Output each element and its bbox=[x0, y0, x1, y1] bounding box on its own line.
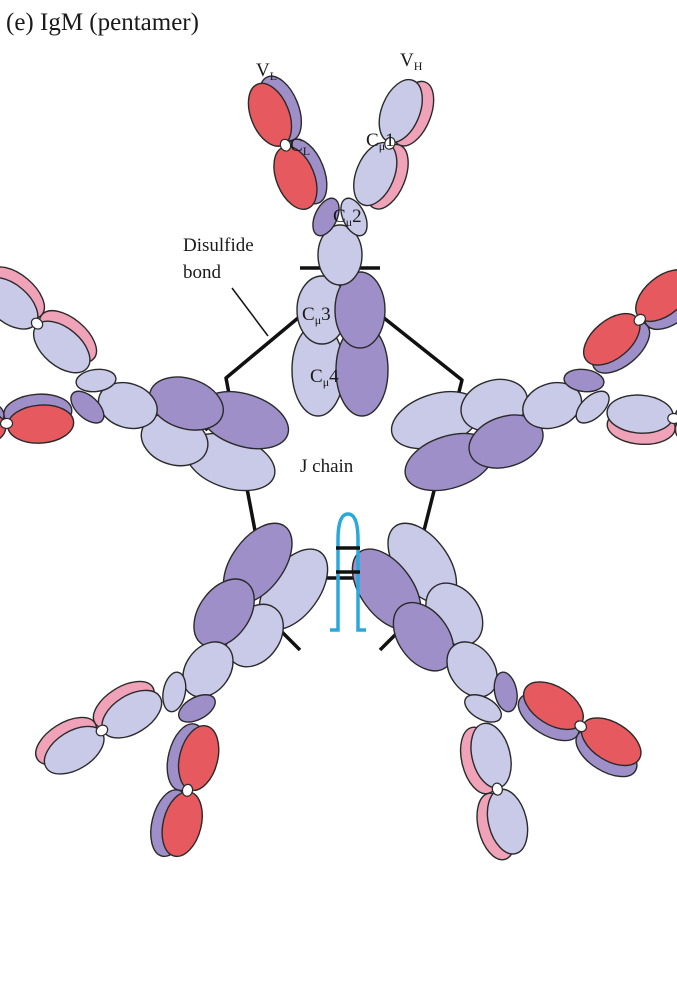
monomer-bottom-right bbox=[295, 480, 663, 879]
disulfide-label: Disulfide bond bbox=[183, 235, 258, 283]
disulfide-label-line1: Disulfide bbox=[183, 235, 254, 256]
vl-label: VL bbox=[256, 60, 277, 83]
vh-subscript: H bbox=[414, 59, 423, 73]
monomer-right bbox=[368, 252, 677, 552]
cl-label: CL bbox=[290, 135, 310, 158]
cmu2-number: 2 bbox=[352, 206, 362, 227]
cl-letter: C bbox=[290, 135, 303, 156]
cmu1-letter: C bbox=[366, 130, 379, 151]
cmu1-number: 1 bbox=[385, 130, 395, 151]
vh-letter: V bbox=[400, 50, 414, 71]
cmu4-number: 4 bbox=[329, 366, 339, 387]
disulfide-pointer bbox=[232, 288, 268, 336]
cmu4-letter: C bbox=[310, 366, 323, 387]
cmu3-letter: C bbox=[302, 304, 315, 325]
monomer-bottom-left bbox=[17, 479, 385, 878]
disulfide-label-line2: bond bbox=[183, 262, 222, 283]
cl-subscript: L bbox=[303, 144, 310, 158]
cmu3-number: 3 bbox=[321, 304, 331, 325]
vh-label: VH bbox=[400, 50, 423, 73]
vl-subscript: L bbox=[270, 69, 277, 83]
figure-title: (e) IgM (pentamer) bbox=[6, 9, 199, 36]
cmu2-letter: C bbox=[333, 206, 346, 227]
j-chain-label: J chain bbox=[300, 456, 354, 477]
vl-letter: V bbox=[256, 60, 270, 81]
monomer-top bbox=[239, 70, 442, 416]
monomer-left bbox=[0, 251, 312, 551]
